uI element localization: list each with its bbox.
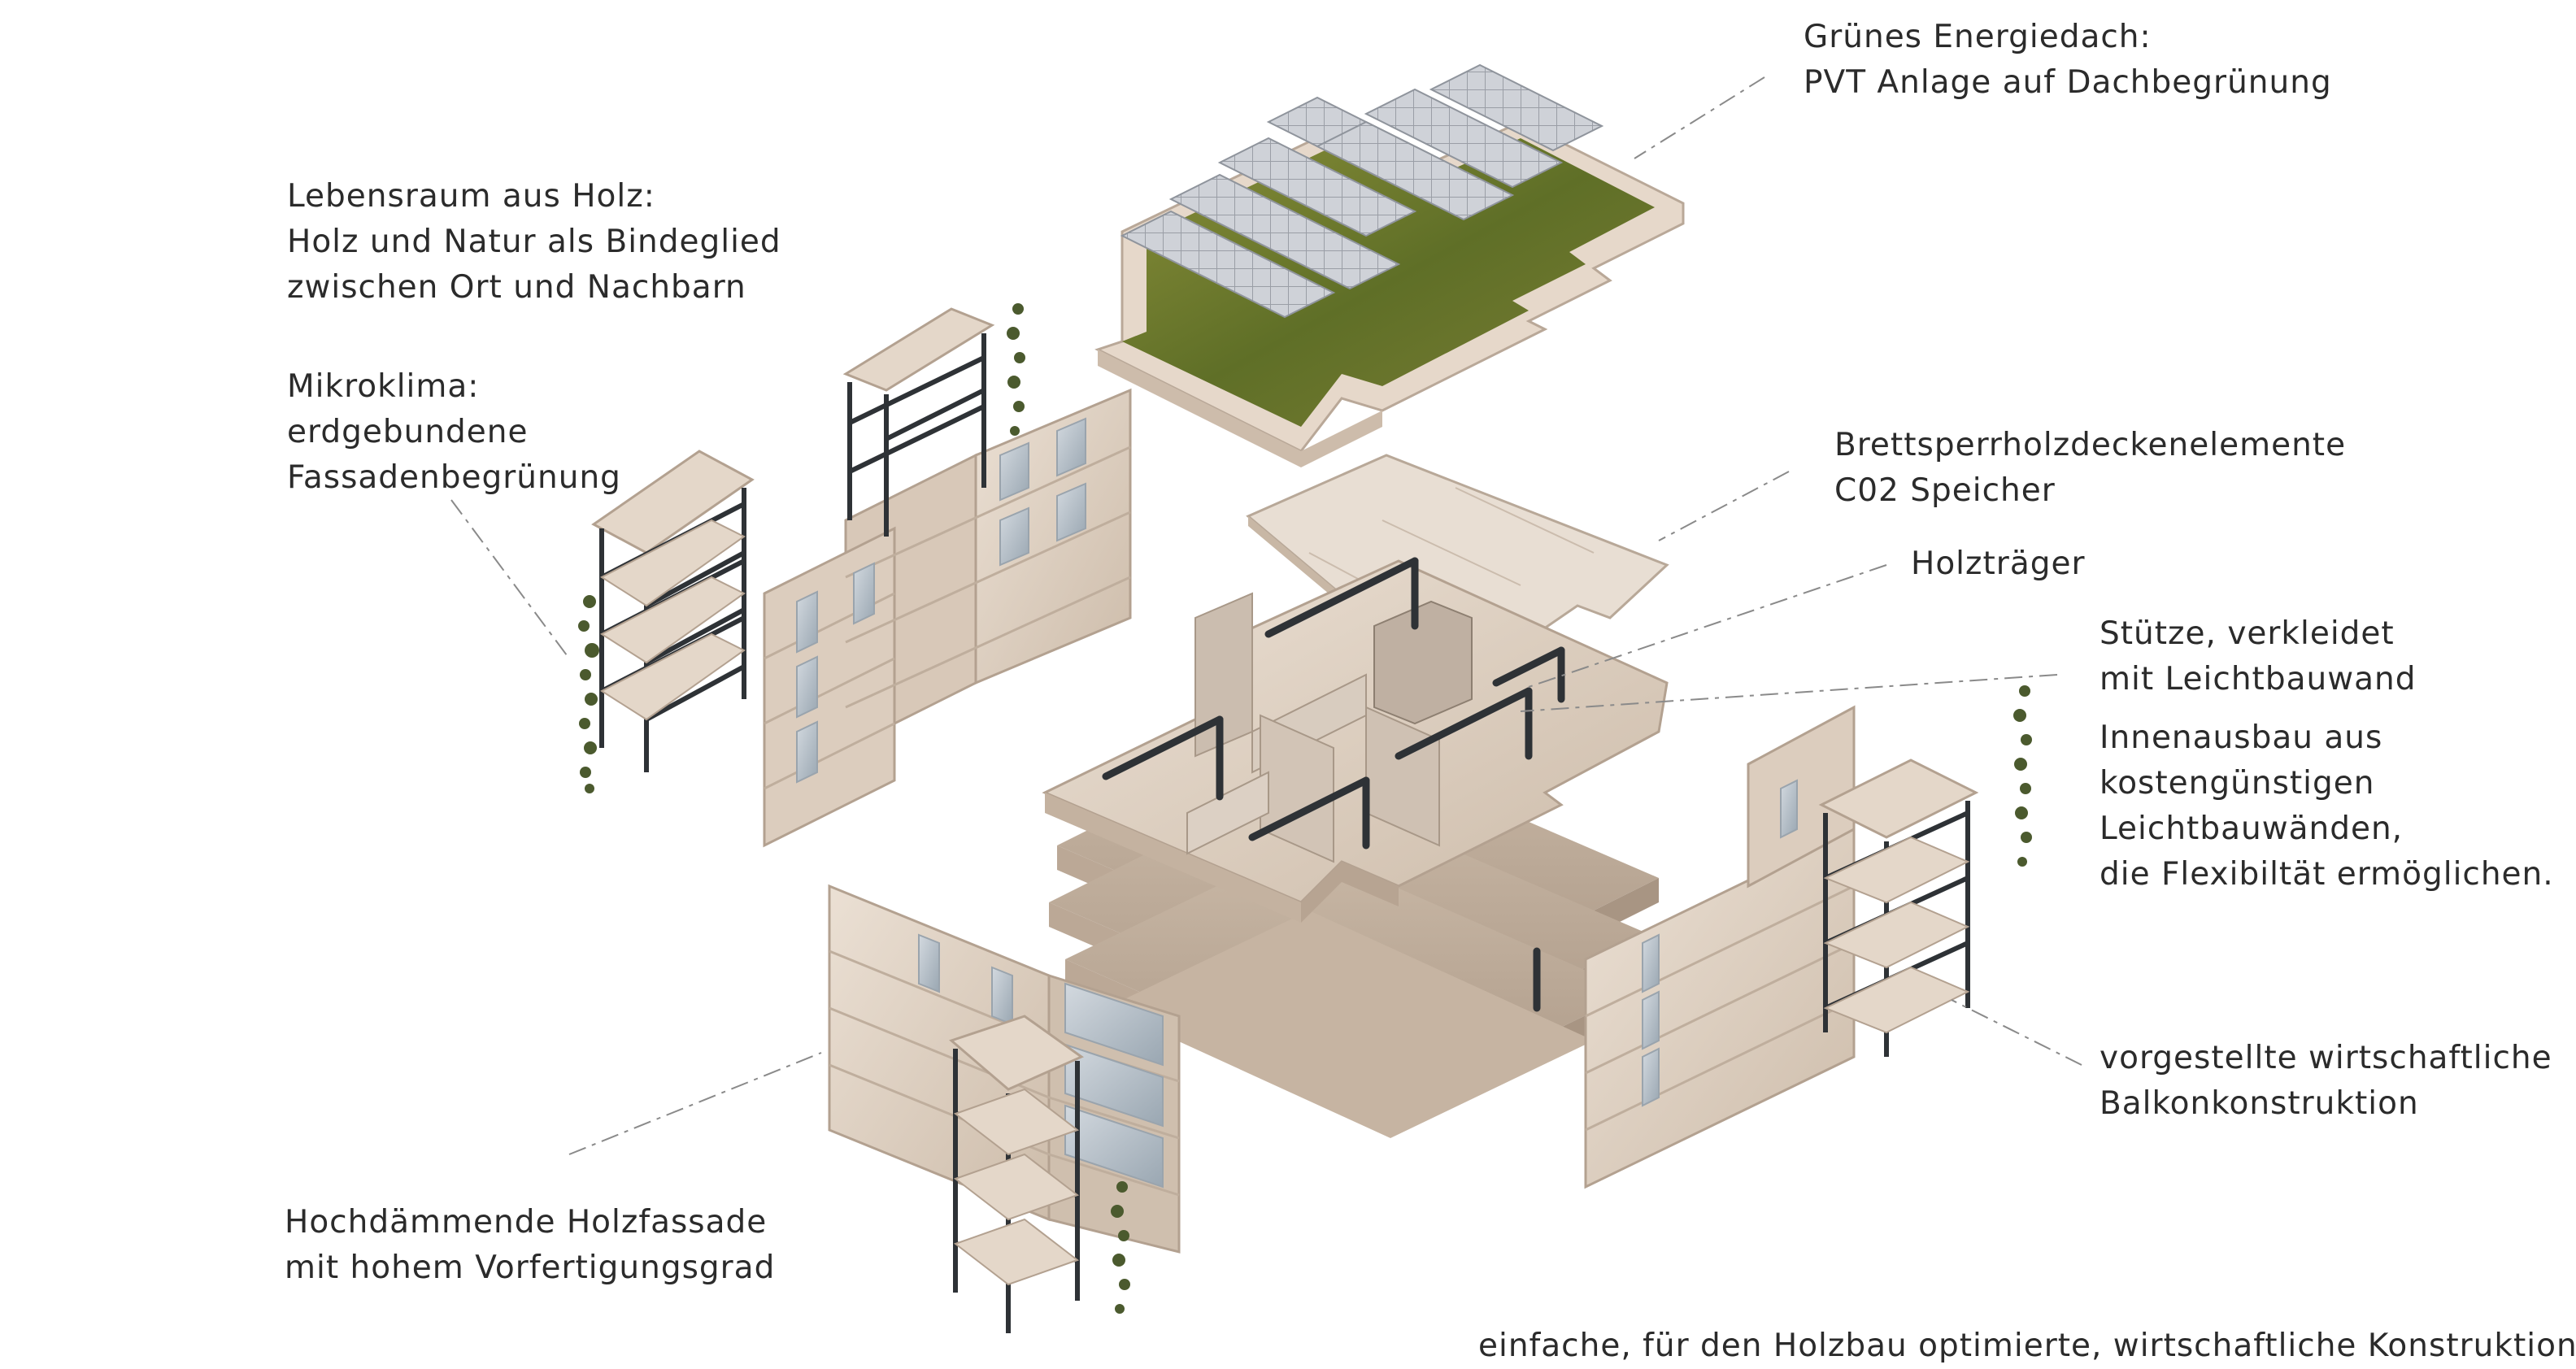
balcony-tower-upper-left (842, 307, 995, 537)
stair-core (1373, 600, 1473, 725)
annotation-clt-slabs: Brettsperrholzdeckenelemente C02 Speiche… (1834, 423, 2346, 514)
balcony-tower-lower (949, 1015, 1085, 1333)
annotation-interior-line3: Leichtbauwänden, (2100, 811, 2404, 847)
annotation-interior-line2: kostengünstigen (2100, 765, 2375, 802)
annotation-columns-line1: Stütze, verkleidet (2100, 615, 2395, 652)
leader-beams (1528, 564, 1887, 688)
annotation-interior: Innenausbau aus kostengünstigen Leichtba… (2100, 715, 2554, 897)
annotation-facade-line2: mit hohem Vorfertigungsgrad (285, 1249, 776, 1286)
annotation-beams: Holzträger (1911, 541, 2086, 587)
core-structure (1042, 557, 1669, 1138)
annotation-beams-line1: Holzträger (1911, 545, 2086, 582)
annotation-facade: Hochdämmende Holzfassade mit hohem Vorfe… (285, 1200, 775, 1291)
annotation-roof-line1: Grünes Energiedach: (1804, 19, 2152, 55)
leader-roof (1634, 76, 1765, 159)
leader-clt (1658, 471, 1790, 541)
annotation-wood-living-line3: zwischen Ort und Nachbarn (287, 269, 746, 306)
annotation-clt-slabs-line1: Brettsperrholzdeckenelemente (1834, 427, 2347, 463)
clt-slab-elements (1246, 454, 1669, 652)
annotation-wood-living: Lebensraum aus Holz: Holz und Natur als … (287, 174, 781, 311)
interior-wall (1186, 771, 1269, 855)
ivy-lower (1111, 1181, 1130, 1314)
facade-panels-upper-left (763, 388, 1132, 848)
balcony-tower-right (1818, 758, 1979, 1057)
green-roof-module (1094, 63, 1685, 467)
annotation-roof-line2: PVT Anlage auf Dachbegrünung (1804, 64, 2332, 101)
annotation-balcony-line1: vorgestellte wirtschaftliche (2100, 1040, 2552, 1076)
ivy-upper (1007, 303, 1025, 436)
leader-lines (450, 76, 2082, 1155)
annotation-interior-line4: die Flexibiltät ermöglichen. (2100, 856, 2554, 893)
ivy-right (2013, 685, 2032, 867)
leader-balcony (1951, 999, 2082, 1066)
annotation-balcony: vorgestellte wirtschaftliche Balkonkonst… (2100, 1036, 2552, 1127)
facade-panels-lower-left (828, 884, 1181, 1254)
annotation-microclimate-line1: Mikroklima: (287, 368, 480, 405)
ivy-greenery (578, 303, 2032, 1314)
annotation-microclimate-line3: Fassadenbegrünung (287, 459, 621, 496)
annotation-wood-living-line1: Lebensraum aus Holz: (287, 178, 655, 215)
annotation-wood-living-line2: Holz und Natur als Bindeglied (287, 224, 781, 260)
annotation-columns-line2: mit Leichtbauwand (2100, 661, 2417, 698)
annotation-microclimate: Mikroklima: erdgebundene Fassadenbegrünu… (287, 364, 621, 501)
ivy-left (578, 595, 599, 793)
balcony-tower-left (591, 450, 755, 772)
annotation-columns: Stütze, verkleidet mit Leichtbauwand (2100, 611, 2416, 702)
annotation-construction: einfache, für den Holzbau optimierte, wi… (1478, 1323, 2576, 1369)
annotation-roof: Grünes Energiedach: PVT Anlage auf Dachb… (1804, 15, 2332, 106)
pv-panels (1120, 63, 1604, 319)
annotation-construction-line1: einfache, für den Holzbau optimierte, wi… (1478, 1328, 2576, 1364)
annotation-clt-slabs-line2: C02 Speicher (1834, 472, 2056, 509)
leader-facade (568, 1052, 822, 1155)
facade-panels-right (1584, 705, 1856, 1189)
annotation-microclimate-line2: erdgebundene (287, 414, 529, 450)
leader-microclimate (450, 499, 570, 659)
annotation-balcony-line2: Balkonkonstruktion (2100, 1085, 2419, 1122)
annotation-interior-line1: Innenausbau aus (2100, 719, 2383, 756)
interior-wall (1194, 592, 1253, 758)
annotation-facade-line1: Hochdämmende Holzfassade (285, 1204, 768, 1241)
timber-beams-and-columns (1102, 557, 1565, 1012)
